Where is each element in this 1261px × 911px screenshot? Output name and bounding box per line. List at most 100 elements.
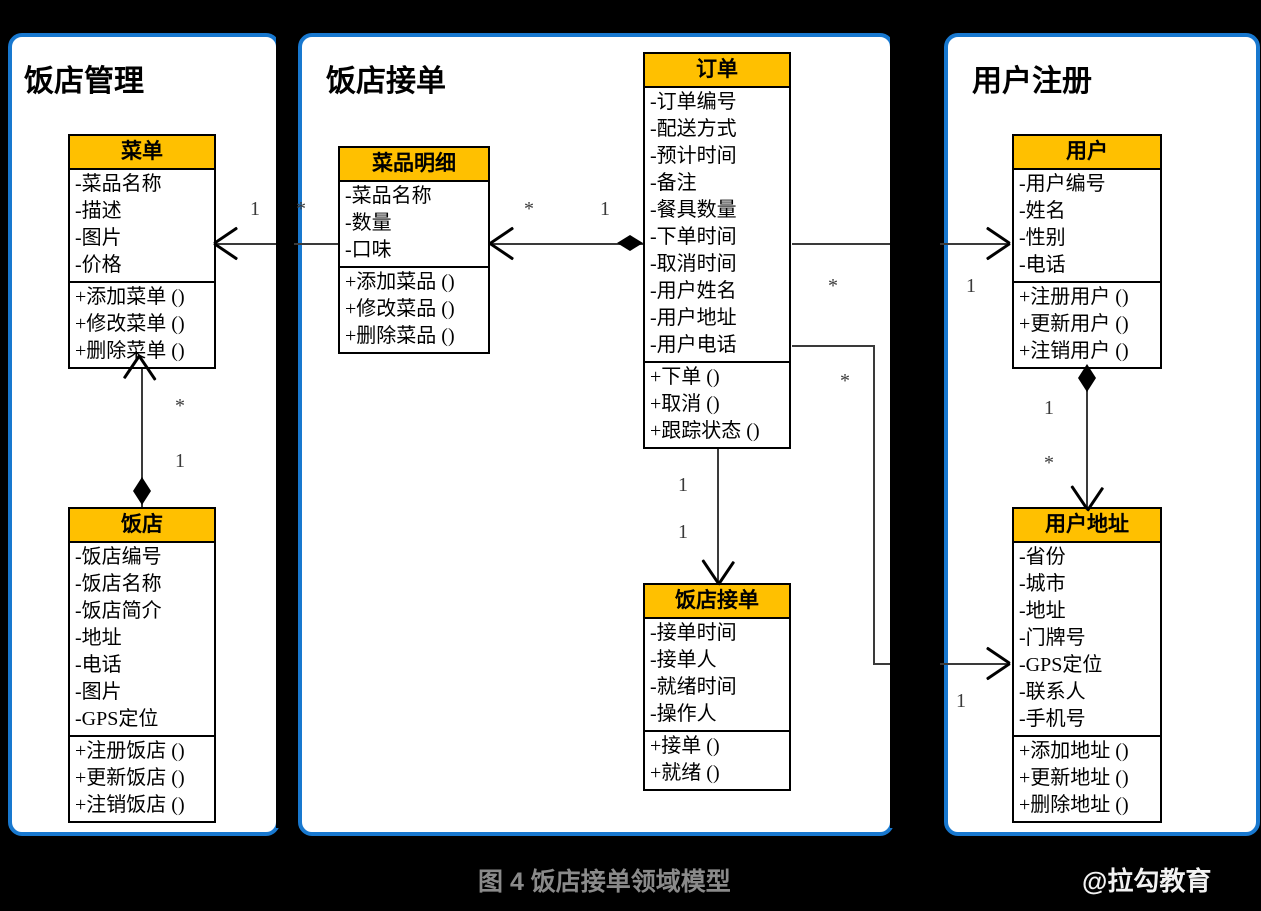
attribute-row: -配送方式: [650, 118, 737, 140]
attribute-row: -手机号: [1019, 708, 1086, 730]
arrowhead-into-accept-order: [701, 552, 736, 586]
method-row: +更新用户 (): [1019, 313, 1129, 335]
class-attributes-user: -用户编号 -姓名 -性别 -电话: [1014, 170, 1160, 281]
attribute-row: -接单人: [650, 649, 717, 671]
class-attributes-restaurant: -饭店编号 -饭店名称 -饭店简介 -地址 -电话 -图片 -GPS定位: [70, 543, 214, 735]
attribute-row: -图片: [75, 681, 122, 703]
arrowhead-into-menu: [213, 226, 248, 261]
class-box-dish-detail[interactable]: 菜品明细 -菜品名称 -数量 -口味 +添加菜品 () +修改菜品 () +删除…: [338, 146, 490, 354]
assoc-line-user-address: [1086, 362, 1088, 510]
attribute-row: -饭店名称: [75, 573, 162, 595]
figure-caption: 图 4 饭店接单领域模型: [478, 868, 731, 896]
arrowhead-into-user: [976, 226, 1011, 261]
attribute-row: -预计时间: [650, 145, 737, 167]
composition-diamond-order-dish: [617, 235, 643, 251]
arrowhead-into-menu-vertical: [122, 354, 159, 390]
attribute-row: -取消时间: [650, 253, 737, 275]
class-box-order[interactable]: 订单 -订单编号 -配送方式 -预计时间 -备注 -餐具数量 -下单时间 -取消…: [643, 52, 791, 449]
arrowhead-into-user-address: [976, 646, 1011, 681]
attribute-row: -饭店简介: [75, 600, 162, 622]
attribute-row: -饭店编号: [75, 546, 162, 568]
arrowhead-into-dish-detail: [489, 226, 524, 261]
method-row: +就绪 (): [650, 762, 720, 784]
multiplicity-order-to-dish: 1: [600, 198, 610, 220]
attribute-row: -价格: [75, 254, 122, 276]
multiplicity-menu-restaurant-many: *: [175, 395, 185, 417]
attribute-row: -接单时间: [650, 622, 737, 644]
multiplicity-user-address-many: *: [1044, 452, 1054, 474]
gutter-left: [276, 33, 294, 828]
multiplicity-dish-right: *: [524, 198, 534, 220]
method-row: +更新饭店 (): [75, 767, 185, 789]
class-name-user-address: 用户地址: [1014, 509, 1160, 543]
attribute-row: -用户姓名: [650, 280, 737, 302]
class-methods-restaurant: +注册饭店 () +更新饭店 () +注销饭店 (): [70, 735, 214, 821]
attribute-row: -就绪时间: [650, 676, 737, 698]
attribute-row: -用户电话: [650, 334, 737, 356]
class-box-restaurant[interactable]: 饭店 -饭店编号 -饭店名称 -饭店简介 -地址 -电话 -图片 -GPS定位 …: [68, 507, 216, 823]
attribute-row: -图片: [75, 227, 122, 249]
class-attributes-accept-order: -接单时间 -接单人 -就绪时间 -操作人: [645, 619, 789, 730]
assoc-line-dish-order: [492, 243, 644, 245]
attribute-row: -下单时间: [650, 226, 737, 248]
attribute-row: -用户地址: [650, 307, 737, 329]
method-row: +删除菜品 (): [345, 325, 455, 347]
method-row: +删除地址 (): [1019, 794, 1129, 816]
attribute-row: -姓名: [1019, 200, 1066, 222]
class-methods-user-address: +添加地址 () +更新地址 () +删除地址 (): [1014, 735, 1160, 821]
method-row: +取消 (): [650, 393, 720, 415]
class-attributes-dish-detail: -菜品名称 -数量 -口味: [340, 182, 488, 266]
method-row: +添加菜单 (): [75, 286, 185, 308]
assoc-line-order-address-top: [792, 345, 874, 347]
attribute-row: -操作人: [650, 703, 717, 725]
multiplicity-user-one: 1: [966, 275, 976, 297]
multiplicity-user-address-one: 1: [1044, 397, 1054, 419]
attribute-row: -电话: [75, 654, 122, 676]
package-title-restaurant-management: 饭店管理: [24, 65, 144, 98]
attribute-row: -门牌号: [1019, 627, 1086, 649]
attribute-row: -地址: [1019, 600, 1066, 622]
assoc-line-order-address-vertical: [873, 345, 875, 664]
class-attributes-order: -订单编号 -配送方式 -预计时间 -备注 -餐具数量 -下单时间 -取消时间 …: [645, 88, 789, 361]
attribute-row: -地址: [75, 627, 122, 649]
class-methods-dish-detail: +添加菜品 () +修改菜品 () +删除菜品 (): [340, 266, 488, 352]
multiplicity-order-accept-b: 1: [678, 521, 688, 543]
class-name-dish-detail: 菜品明细: [340, 148, 488, 182]
multiplicity-order-user-many: *: [828, 275, 838, 297]
class-box-user[interactable]: 用户 -用户编号 -姓名 -性别 -电话 +注册用户 () +更新用户 () +…: [1012, 134, 1162, 369]
multiplicity-order-address-many: *: [840, 370, 850, 392]
class-methods-menu: +添加菜单 () +修改菜单 () +删除菜单 (): [70, 281, 214, 367]
attribute-row: -描述: [75, 200, 122, 222]
class-box-accept-order[interactable]: 饭店接单 -接单时间 -接单人 -就绪时间 -操作人 +接单 () +就绪 (): [643, 583, 791, 791]
arrowhead-into-user-address-vertical: [1070, 478, 1105, 512]
multiplicity-menu-restaurant-one: 1: [175, 450, 185, 472]
watermark-label: @拉勾教育: [1082, 866, 1212, 896]
class-box-menu[interactable]: 菜单 -菜品名称 -描述 -图片 -价格 +添加菜单 () +修改菜单 () +…: [68, 134, 216, 369]
attribute-row: -GPS定位: [75, 708, 159, 730]
class-name-order: 订单: [645, 54, 789, 88]
class-name-user: 用户: [1014, 136, 1160, 170]
class-name-restaurant: 饭店: [70, 509, 214, 543]
method-row: +修改菜品 (): [345, 298, 455, 320]
method-row: +添加地址 (): [1019, 740, 1129, 762]
attribute-row: -菜品名称: [75, 173, 162, 195]
package-title-order-acceptance: 饭店接单: [326, 65, 446, 98]
composition-diamond-restaurant-menu: [133, 477, 151, 505]
attribute-row: -数量: [345, 212, 392, 234]
class-name-accept-order: 饭店接单: [645, 585, 789, 619]
assoc-line-order-address-bottom: [873, 663, 1010, 665]
attribute-row: -省份: [1019, 546, 1066, 568]
class-methods-accept-order: +接单 () +就绪 (): [645, 730, 789, 789]
attribute-row: -备注: [650, 172, 697, 194]
attribute-row: -电话: [1019, 254, 1066, 276]
method-row: +注册用户 (): [1019, 286, 1129, 308]
multiplicity-address-one: 1: [956, 690, 966, 712]
attribute-row: -用户编号: [1019, 173, 1106, 195]
assoc-line-order-accept: [717, 448, 719, 584]
method-row: +下单 (): [650, 366, 720, 388]
class-methods-user: +注册用户 () +更新用户 () +注销用户 (): [1014, 281, 1160, 367]
attribute-row: -性别: [1019, 227, 1066, 249]
assoc-line-menu-restaurant: [141, 358, 143, 510]
class-box-user-address[interactable]: 用户地址 -省份 -城市 -地址 -门牌号 -GPS定位 -联系人 -手机号 +…: [1012, 507, 1162, 823]
class-attributes-user-address: -省份 -城市 -地址 -门牌号 -GPS定位 -联系人 -手机号: [1014, 543, 1160, 735]
